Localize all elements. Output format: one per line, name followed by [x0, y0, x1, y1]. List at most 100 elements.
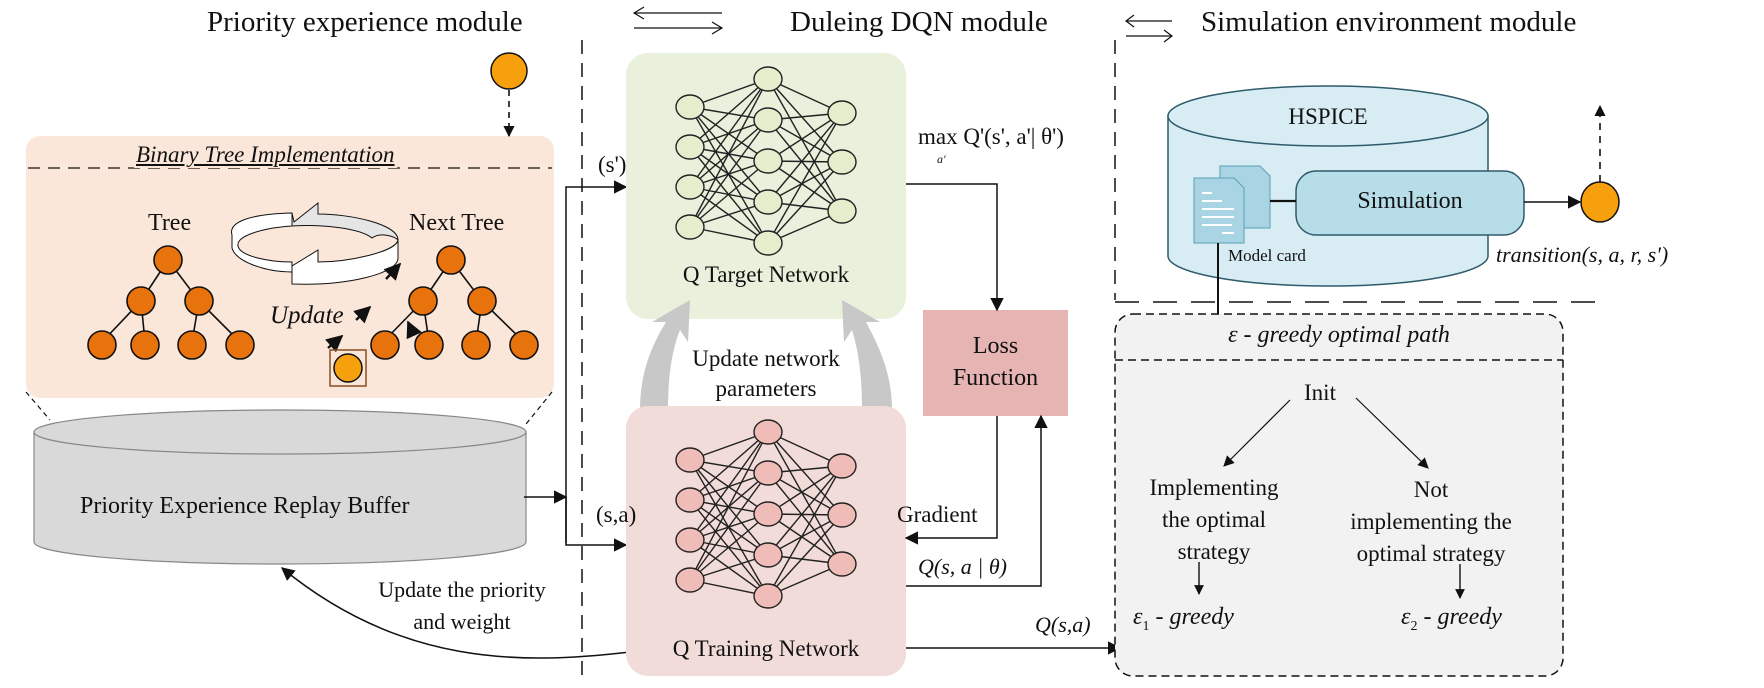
gradient-label: Gradient: [897, 502, 978, 527]
eps2-subscript: 2: [1410, 618, 1418, 634]
target-network-connection: [767, 112, 843, 244]
training-network-label: Q Training Network: [672, 636, 860, 661]
binary-tree-title: Binary Tree Implementation: [134, 142, 397, 168]
target-network-node-layer-3: [827, 149, 857, 175]
init-label: Init: [1304, 380, 1336, 405]
target-network-connection: [767, 161, 843, 244]
double-arrow-icon: [1125, 14, 1173, 43]
training-network-node-layer-3: [827, 502, 857, 528]
q-theta-label: Q(s, a | θ): [918, 554, 1007, 579]
update-params-arrow-right: [842, 300, 892, 410]
training-network-node-layer-1: [675, 527, 705, 553]
implementing-line1: Implementing: [1149, 475, 1279, 500]
hspice-label: HSPICE: [1288, 104, 1368, 129]
eps2-symbol: ε: [1401, 604, 1411, 630]
training-network-connection: [767, 514, 843, 597]
greedy-title: ε - greedy optimal path: [1228, 322, 1450, 348]
target-network-connection: [689, 119, 769, 228]
target-network-node-layer-3: [827, 198, 857, 224]
training-network-connection: [689, 513, 769, 581]
target-network-node-layer-2: [753, 189, 783, 215]
eps1-text: - greedy: [1149, 604, 1234, 630]
q-theta-arrow: [906, 414, 1048, 587]
header-dqn-module: Duleing DQN module: [790, 6, 1048, 38]
loss-line1: Loss: [972, 333, 1019, 359]
update-params-arrow-left: [640, 300, 690, 410]
target-network-node-layer-1: [675, 174, 705, 200]
update-label: Update: [270, 302, 344, 329]
eps2-greedy-label: ε2 - greedy: [1401, 604, 1502, 635]
zoom-line-left: [25, 391, 51, 421]
update-params-line2: parameters: [715, 376, 817, 401]
sample-node-icon: [490, 52, 528, 90]
target-network-node-layer-2: [753, 230, 783, 256]
training-network-connection: [689, 431, 769, 541]
max-q-label: max Q'(s', a'| θ'): [918, 124, 1064, 150]
update-params-line1: Update network: [692, 346, 840, 371]
target-network-node-layer-2: [753, 148, 783, 174]
target-network-node-layer-1: [675, 214, 705, 240]
training-network-connection: [767, 431, 843, 516]
training-network-node-layer-1: [675, 447, 705, 473]
max-q-text: max Q'(s', a'| θ'): [918, 124, 1064, 149]
tree-right: [370, 245, 539, 360]
s-prime-label: (s'): [598, 152, 627, 177]
q-sa-label: Q(s,a): [1035, 612, 1091, 637]
not-implementing-line2: implementing the: [1350, 509, 1512, 534]
target-network-connection: [689, 160, 769, 228]
tree-label: Tree: [148, 210, 192, 236]
gradient-arrow: [904, 416, 998, 545]
tree-left: [87, 245, 255, 360]
eps2-text: - greedy: [1417, 604, 1502, 630]
model-card-label: Model card: [1228, 246, 1306, 265]
target-network-node-layer-1: [675, 94, 705, 120]
eps1-subscript: 1: [1142, 618, 1150, 634]
target-network-connection: [689, 78, 769, 148]
target-network-connection: [767, 78, 843, 212]
simulation-box: [1295, 170, 1525, 236]
transition-node-icon: [1580, 181, 1620, 223]
sample-box: [329, 349, 367, 387]
implementing-line3: strategy: [1177, 539, 1251, 564]
training-network-connection: [767, 465, 843, 515]
implementing-label: Implementing the optimal strategy: [1134, 472, 1294, 568]
target-network-connection: [689, 78, 769, 228]
target-network-graph: [675, 66, 857, 256]
training-network-graph: [675, 419, 857, 609]
cycle-arrows-icon: [231, 201, 399, 285]
route-to-training: [565, 497, 628, 552]
training-network-node-layer-3: [827, 551, 857, 577]
eps1-symbol: ε: [1133, 604, 1143, 630]
training-network-node-layer-2: [753, 542, 783, 568]
init-to-right-arrow: [1355, 397, 1429, 469]
target-network-connection: [767, 119, 843, 212]
training-network-connection: [767, 431, 843, 565]
training-network-connection: [689, 431, 769, 501]
replay-buffer-label: Priority Experience Replay Buffer: [80, 493, 410, 519]
training-network-connection: [689, 472, 769, 581]
model-card-icon: [1193, 165, 1271, 244]
route-to-target: [565, 180, 628, 543]
target-network-node-layer-2: [753, 66, 783, 92]
double-arrow-icon: [632, 6, 724, 35]
greedy-panel: [1114, 313, 1564, 677]
training-network-node-layer-2: [753, 460, 783, 486]
training-network-connection: [767, 472, 843, 516]
simulation-label: Simulation: [1357, 188, 1463, 214]
target-network-label: Q Target Network: [682, 262, 850, 287]
s-a-input-label: (s,a): [596, 502, 637, 527]
eps1-greedy-label: ε1 - greedy: [1133, 604, 1234, 635]
target-network-node-layer-2: [753, 107, 783, 133]
header-priority-module: Priority experience module: [207, 6, 523, 38]
not-implementing-label: Not implementing the optimal strategy: [1326, 474, 1536, 570]
training-network-node-layer-1: [675, 567, 705, 593]
training-network-connection: [767, 465, 843, 597]
update-priority-label: Update the priority and weight: [342, 574, 582, 638]
target-to-loss-arrow: [906, 183, 1004, 312]
header-sim-module: Simulation environment module: [1201, 6, 1577, 38]
target-network-connection: [767, 112, 843, 162]
implementing-line2: the optimal: [1161, 507, 1267, 532]
not-implementing-line1: Not: [1413, 477, 1449, 502]
target-network-connection: [767, 78, 843, 163]
update-priority-line2: and weight: [413, 609, 511, 634]
